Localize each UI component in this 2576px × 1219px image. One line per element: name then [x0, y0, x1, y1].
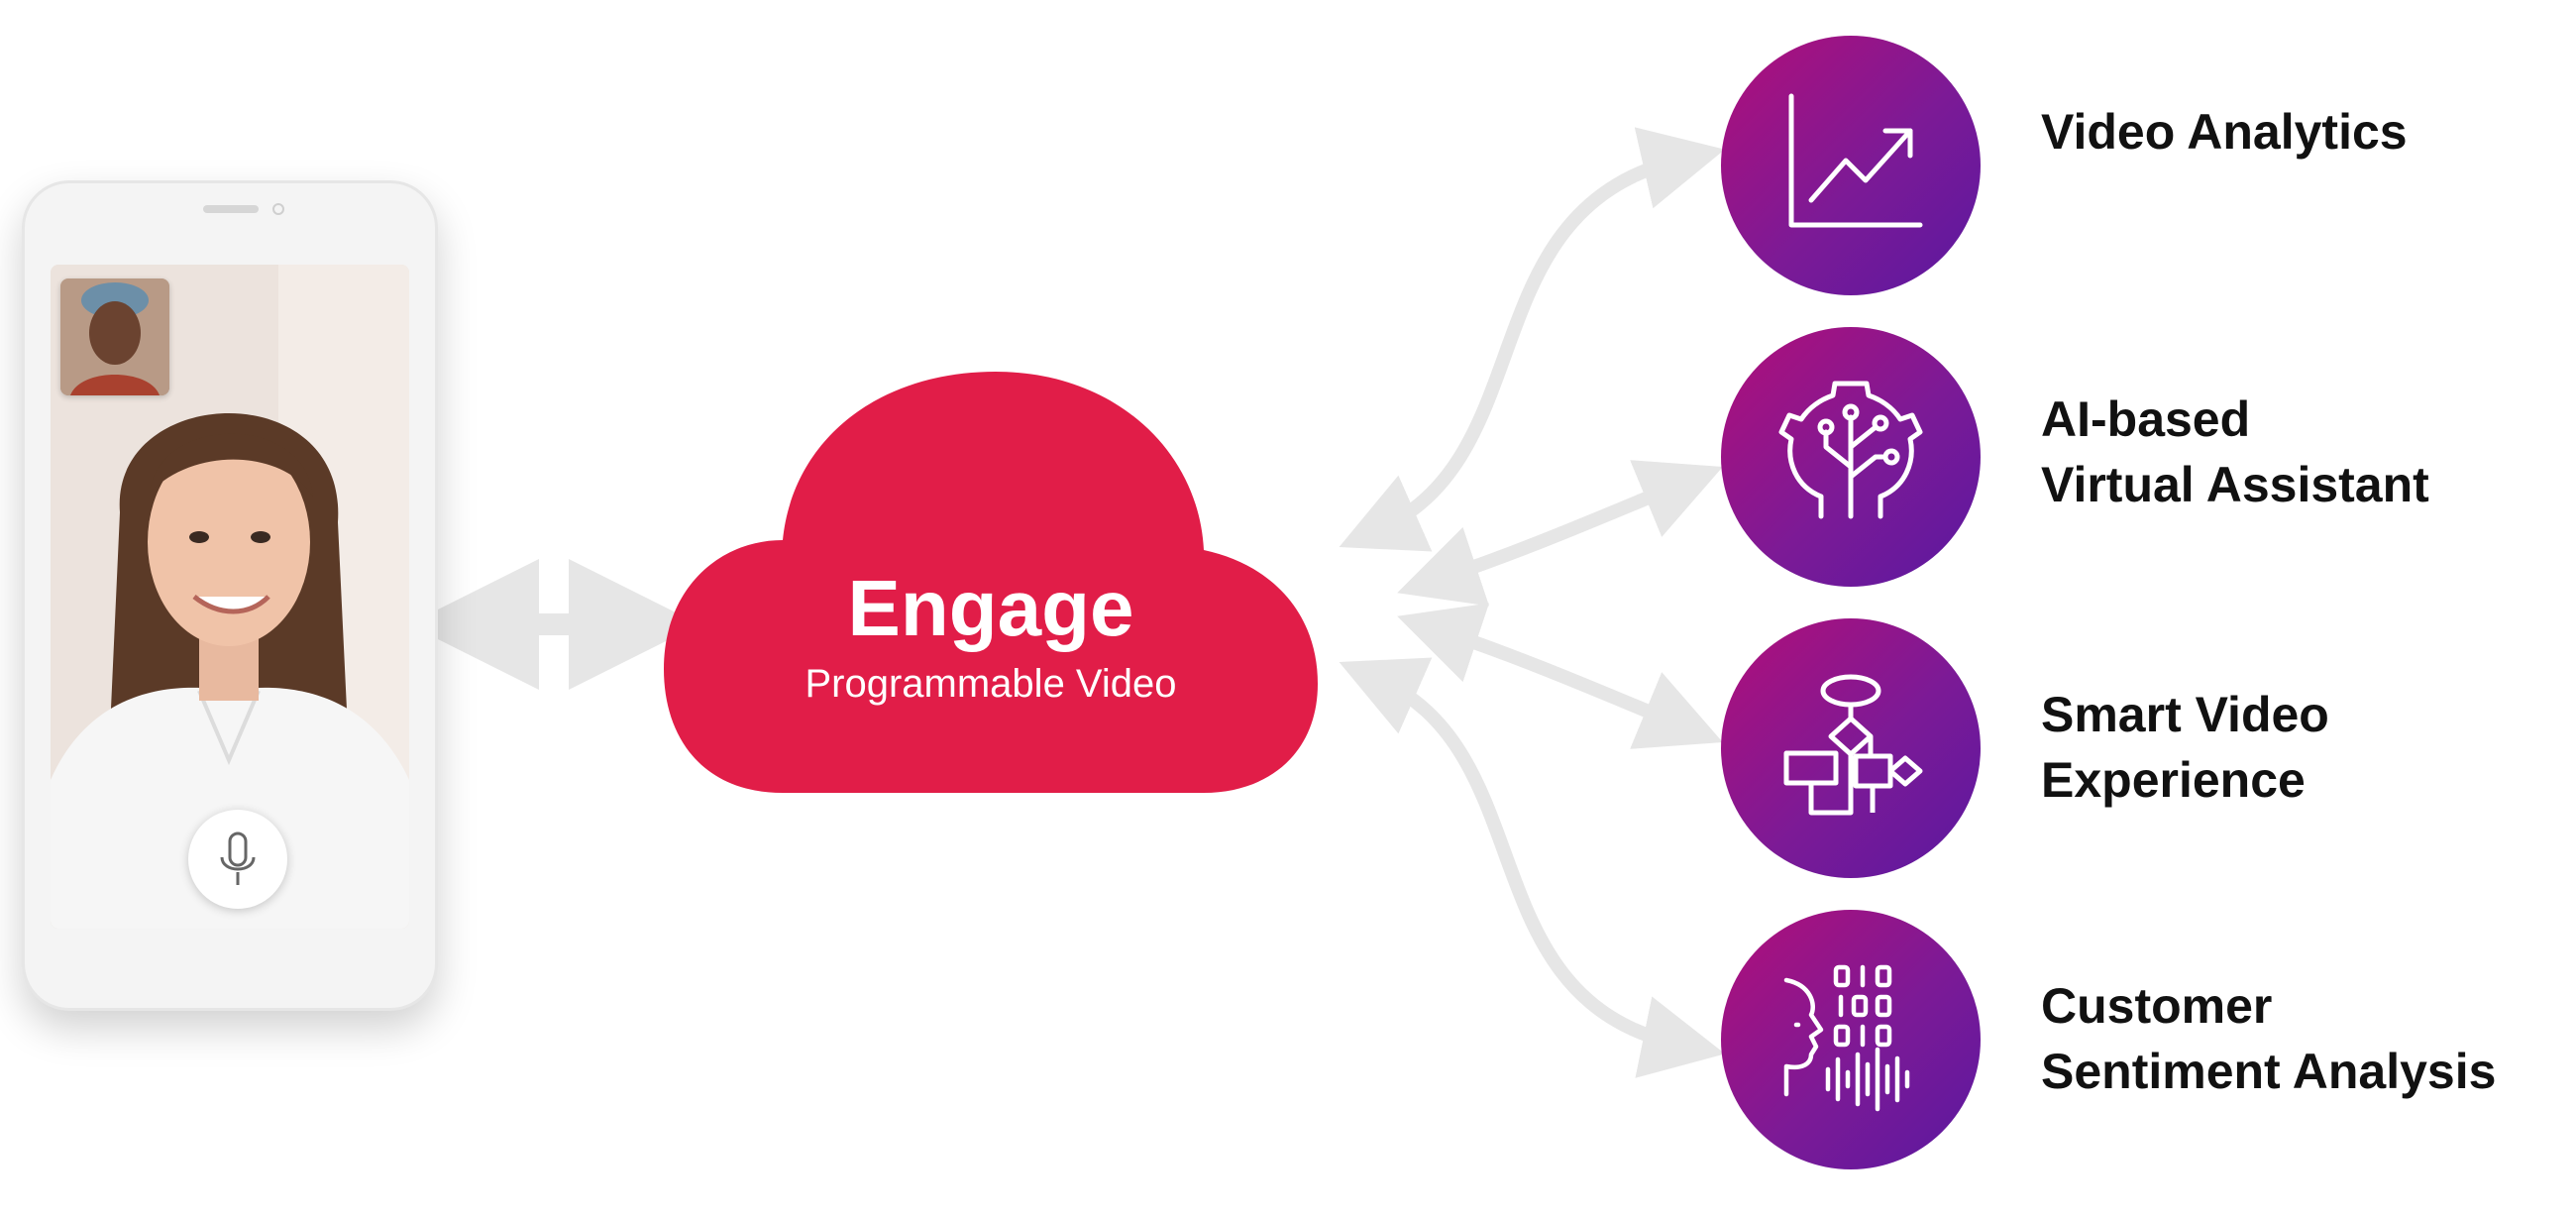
- feature-label-virtual-assistant: AI-based Virtual Assistant: [2041, 391, 2429, 512]
- mic-button[interactable]: [188, 810, 287, 909]
- line-chart-icon: [1788, 93, 1923, 228]
- feature-label-sentiment-analysis: Customer Sentiment Analysis: [2041, 978, 2497, 1099]
- cloud-subtitle: Programmable Video: [805, 662, 1177, 706]
- caller-video-feed: [51, 265, 409, 929]
- feature-label-video-analytics: Video Analytics: [2041, 104, 2408, 160]
- feature-label-smart-video: Smart Video Experience: [2041, 687, 2329, 808]
- cloud-title: Engage: [847, 564, 1134, 652]
- flowchart-icon: [1783, 674, 1923, 816]
- arrow-sentiment-analysis: [1339, 657, 1726, 1078]
- sentiment-analysis-circle: [1721, 910, 1981, 1169]
- smart-video-circle: [1721, 618, 1981, 878]
- arrow-video-analytics: [1339, 127, 1725, 552]
- phone-speaker: [203, 205, 259, 213]
- face-binary-soundwave-icon: [1783, 964, 1910, 1112]
- self-view-thumbnail: [60, 278, 169, 395]
- virtual-assistant-circle: [1721, 327, 1981, 587]
- video-analytics-circle: [1721, 36, 1981, 295]
- arrow-virtual-assistant: [1397, 460, 1723, 607]
- engage-cloud: [664, 372, 1318, 793]
- phone-camera: [272, 203, 284, 215]
- phone-mockup: [22, 180, 438, 1011]
- ai-gear-circuit-icon: [1778, 381, 1923, 519]
- microphone-icon: [220, 831, 256, 885]
